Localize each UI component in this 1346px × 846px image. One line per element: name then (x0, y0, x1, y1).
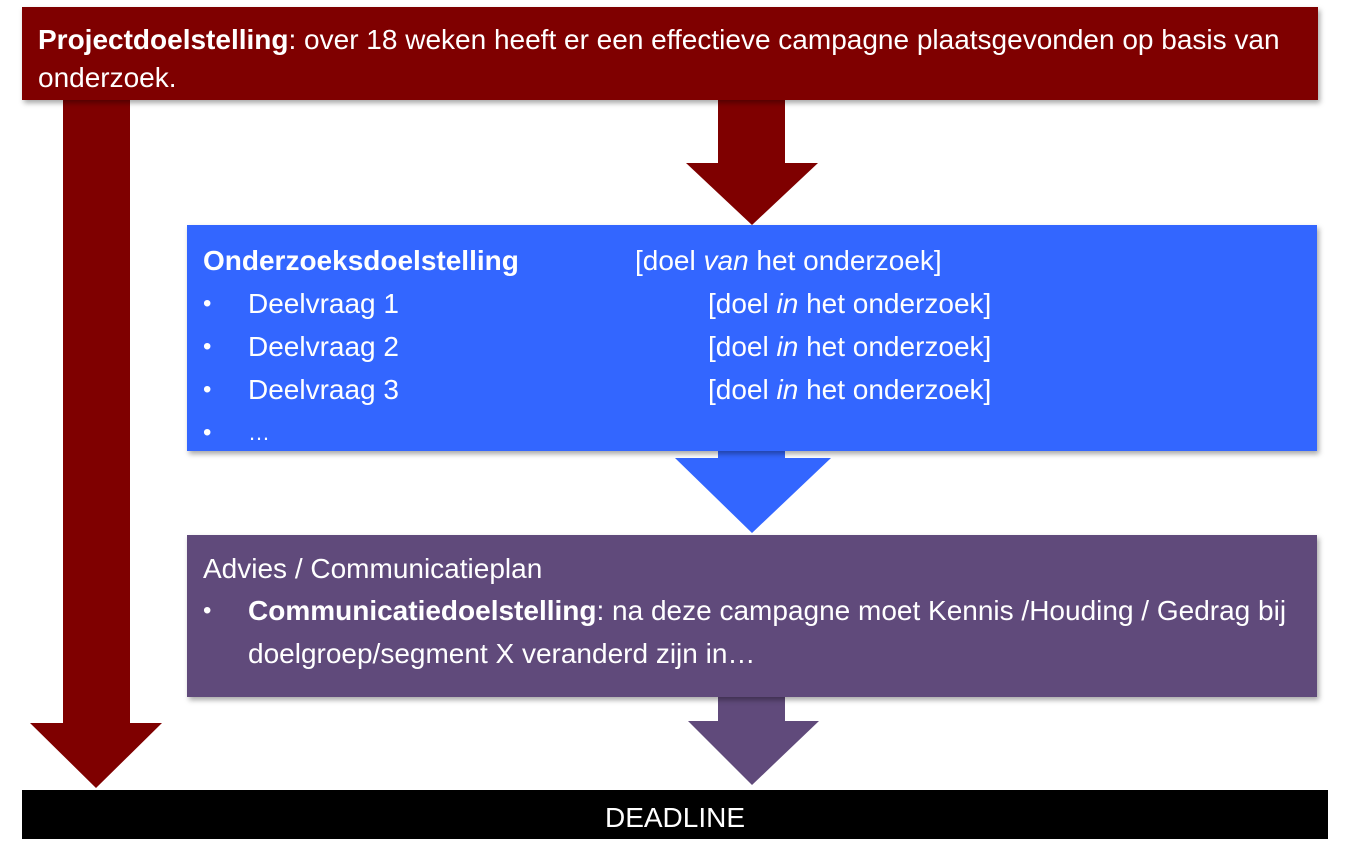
deadline-bar: DEADLINE (22, 790, 1328, 839)
communication-goal-label: Communicatiedoelstelling (248, 595, 597, 626)
research-to-advice-arrow (675, 445, 831, 533)
sub-question-1: • Deelvraag 1 [doel in het onderzoek] (203, 282, 1301, 325)
research-goal-note-suffix: het onderzoek] (748, 245, 942, 276)
communication-goal-text: : na deze campagne moet Kennis /Houding … (248, 595, 1287, 669)
sub-question-label: Deelvraag 2 (248, 331, 399, 362)
research-goal-header: Onderzoeksdoelstelling [doel van het ond… (203, 239, 1301, 282)
note-emphasis: in (776, 288, 799, 319)
project-goal-text: : over 18 weken heeft er een effectieve … (38, 24, 1280, 93)
note-emphasis: in (776, 331, 799, 362)
project-to-research-arrow (686, 95, 818, 225)
research-goal-note-emphasis: van (703, 245, 749, 276)
sub-question-2: • Deelvraag 2 [doel in het onderzoek] (203, 325, 1301, 368)
note-prefix: [doel (708, 288, 777, 319)
sub-question-note: [doel in het onderzoek] (708, 282, 991, 325)
bullet-icon: • (203, 597, 212, 624)
note-suffix: het onderzoek] (798, 331, 992, 362)
note-prefix: [doel (708, 331, 777, 362)
research-goal-note: [doel van het onderzoek] (635, 239, 942, 282)
research-goal-box: Onderzoeksdoelstelling [doel van het ond… (187, 225, 1317, 451)
advice-to-deadline-arrow (688, 690, 819, 785)
sub-question-note: [doel in het onderzoek] (708, 368, 991, 411)
research-goal-note-prefix: [doel (635, 245, 704, 276)
advice-plan-title: Advies / Communicatieplan (203, 553, 543, 584)
sub-question-label: Deelvraag 3 (248, 374, 399, 405)
bullet-icon: • (203, 419, 212, 446)
sub-question-label: Deelvraag 1 (248, 288, 399, 319)
note-emphasis: in (776, 374, 799, 405)
note-prefix: [doel (708, 374, 777, 405)
advice-plan-box: Advies / Communicatieplan • Communicatie… (187, 535, 1317, 697)
long-deadline-arrow (30, 92, 162, 788)
research-goal-title: Onderzoeksdoelstelling (203, 245, 519, 276)
project-goal-label: Projectdoelstelling (38, 24, 289, 55)
sub-question-note: [doel in het onderzoek] (708, 325, 991, 368)
communication-goal-item: • Communicatiedoelstelling: na deze camp… (203, 589, 1301, 675)
note-suffix: het onderzoek] (798, 288, 992, 319)
sub-question-more: • … (203, 411, 1301, 454)
project-goal-box: Projectdoelstelling: over 18 weken heeft… (22, 7, 1318, 100)
bullet-icon: • (203, 376, 212, 403)
more-ellipsis: … (248, 420, 270, 445)
sub-question-3: • Deelvraag 3 [doel in het onderzoek] (203, 368, 1301, 411)
bullet-icon: • (203, 333, 212, 360)
note-suffix: het onderzoek] (798, 374, 992, 405)
bullet-icon: • (203, 290, 212, 317)
